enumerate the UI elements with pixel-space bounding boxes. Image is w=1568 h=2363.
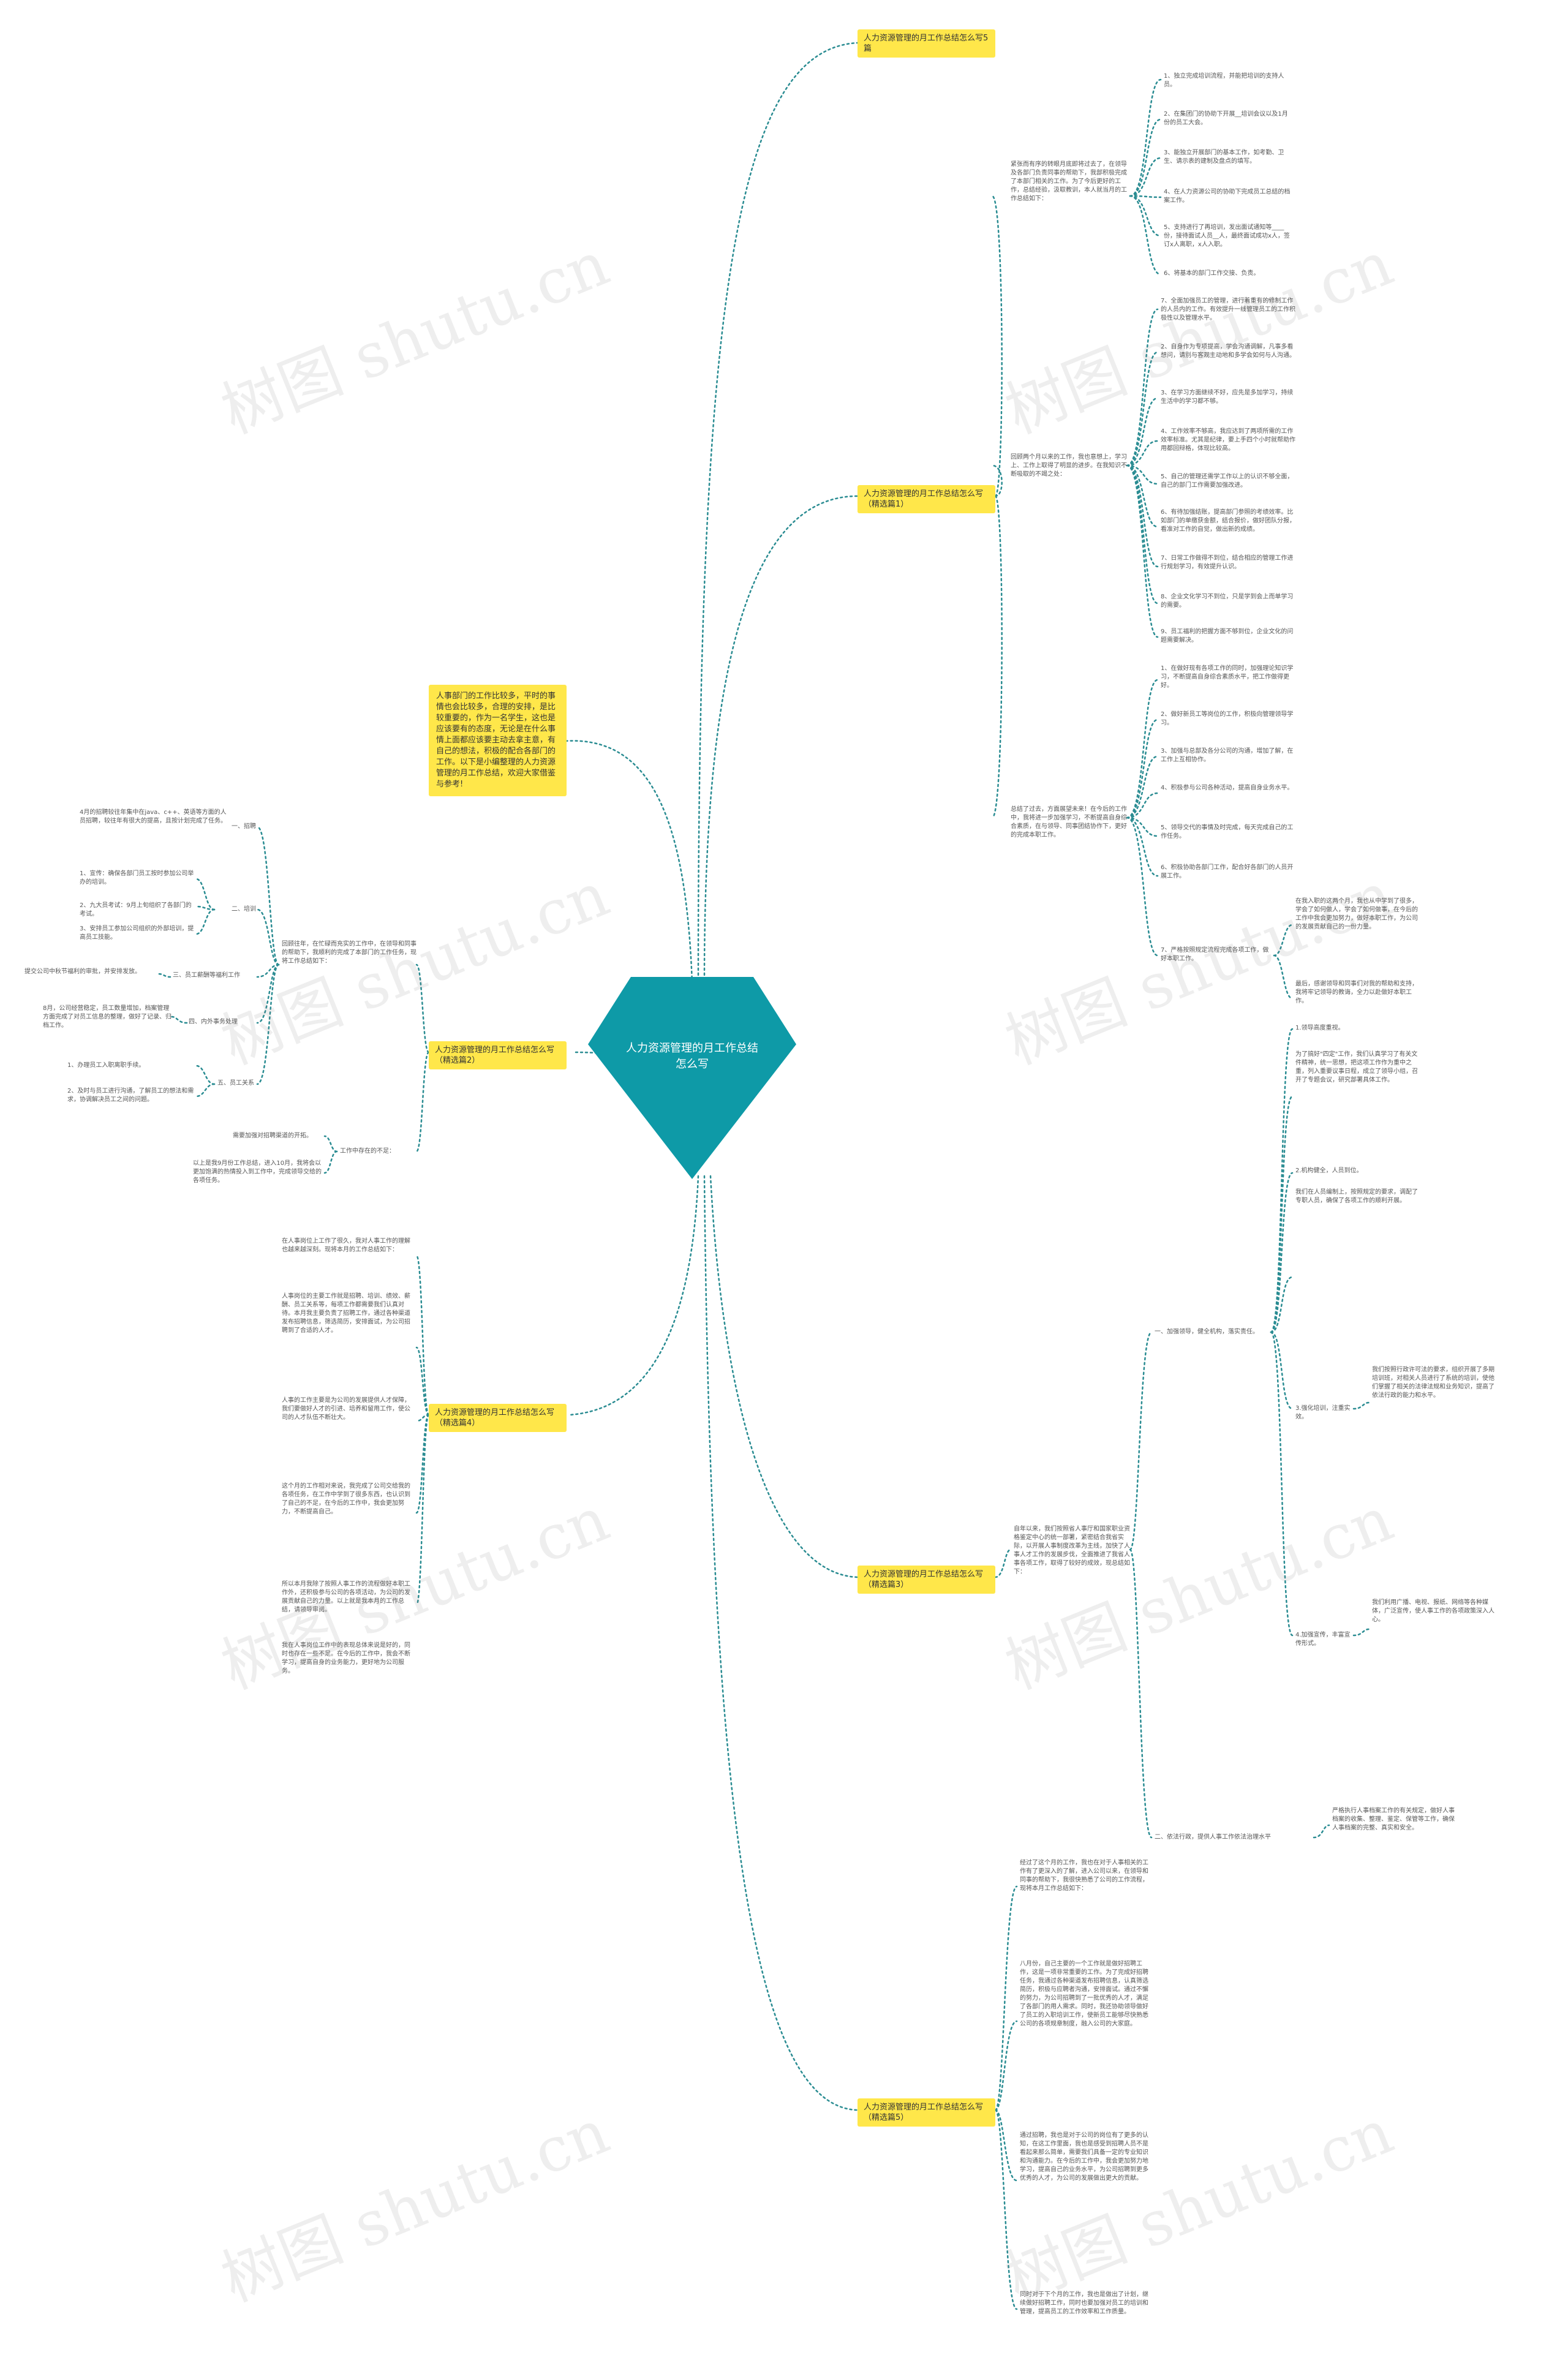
p1-item: 2、做好新员工等岗位的工作，积极向管理领导学习。: [1161, 711, 1294, 726]
p5-text: 同时对于下个月的工作，我也是做出了计划，继续做好招聘工作，同时也要加强对员工的培…: [1020, 2291, 1148, 2315]
p4-text: 这个月的工作相对来说，我完成了公司交给我的各项任务，在工作中学到了很多东西，也认…: [282, 1483, 410, 1515]
p4-text: 我在人事岗位工作中的表现总体来说是好的，同时也存在一些不足。在今后的工作中，我会…: [282, 1642, 410, 1675]
p2-section: 一、招聘: [232, 823, 256, 830]
p1-closing2: 在我入职的这两个月，我也从中学到了很多，学会了如何做人，学会了如何做事，在今后的…: [1295, 898, 1418, 930]
branch-p3[interactable]: 人力资源管理的月工作总结怎么写（精选篇3）: [858, 1566, 995, 1594]
p1-item: 5、自己的管理还需学工作以上的认识不够全面，自己的部门工作需要加强改进。: [1161, 473, 1294, 489]
p4-text: 在人事岗位上工作了很久，我对人事工作的理解也越来越深刻。现将本月的工作总结如下：: [282, 1238, 410, 1253]
root-shape: [588, 977, 796, 1179]
p3-text: 严格执行人事档案工作的有关规定，做好人事档案的收集、整理、鉴定、保管等工作，确保…: [1332, 1807, 1455, 1831]
p1-item: 8、企业文化学习不到位，只是学到会上而单学习的需要。: [1161, 594, 1294, 609]
p2-intro: 回顾往年，在忙碌而充实的工作中，在领导和同事的帮助下，我顺利的完成了本部门的工作…: [282, 941, 417, 965]
p4-text: 所以本月我除了按照人事工作的流程做好本职工作外，还积极参与公司的各项活动，为公司…: [282, 1581, 410, 1613]
p3-item: 2.机构健全，人员到位。: [1295, 1167, 1363, 1174]
p1-item: 4、积极参与公司各种活动，提高自身业务水平。: [1161, 785, 1294, 791]
p1-item: 7、严格按照规定流程完成各项工作，做好本职工作。: [1161, 947, 1269, 962]
p3-item: 为了搞好"四定"工作，我们认真学习了有关文件精神，统一思想，把这项工作作为重中之…: [1295, 1051, 1418, 1084]
p1-item: 4、在人力资源公司的协助下完成员工总结的档案工作。: [1164, 189, 1291, 204]
branch-p4[interactable]: 人力资源管理的月工作总结怎么写（精选篇4）: [429, 1404, 567, 1432]
p3-section: 4.加强宣传，丰富宣传形式。: [1295, 1632, 1351, 1647]
p1-item: 1、在做好现有各项工作的同时，加强理论知识学习，不断提高自身综合素质水平，把工作…: [1161, 665, 1294, 689]
p1-intro: 紧张而有序的转眼月底即将过去了，在领导及各部门负责同事的帮助下，我部积极完成了本…: [1011, 161, 1127, 202]
p1-item: 7、全面加强员工的管理，进行着重有的修制工作的人员内的工作。有效提升一线管理员工…: [1161, 298, 1295, 322]
p3-item: 1.领导高度重视。: [1295, 1025, 1344, 1031]
p1-item: 6、将基本的部门工作交接、负责。: [1164, 270, 1260, 277]
p2-item: 1、宣传：确保各部门员工按时参加公司举办的培训。: [80, 870, 194, 886]
p2-section: 五、员工关系: [217, 1080, 254, 1087]
root-title: 人力资源管理的月工作总结怎么写: [626, 1042, 758, 1071]
branch-p5[interactable]: 人力资源管理的月工作总结怎么写（精选篇5）: [858, 2098, 995, 2127]
p4-text: 人事的工作主要是为公司的发展提供人才保障，我们要做好人才的引进、培养和留用工作，…: [282, 1397, 410, 1421]
p2-text: 8月，公司经营稳定，员工数量增加，档案管理方面完成了对员工信息的整理，做好了记录…: [43, 1005, 172, 1029]
p4-text: 人事岗位的主要工作就是招聘、培训、绩效、薪酬、员工关系等，每项工作都需要我们认真…: [282, 1293, 410, 1334]
p1-mid: 回顾两个月以来的工作，我也意想上，学习上、工作上取得了明显的进步。在我知识不断吸…: [1011, 454, 1127, 478]
p1-item: 9、员工福利的把握方面不够到位，企业文化的问题需要解决。: [1161, 628, 1294, 644]
p1-item: 3、能独立开展部门的基本工作，如考勤、卫生、请示表的建制及盘点的填写。: [1164, 149, 1284, 165]
p1-item: 7、日常工作做得不到位，结合相应的管理工作进行规划学习，有效提升认识。: [1161, 555, 1294, 570]
link-summary: [562, 740, 693, 984]
p5-text: 经过了这个月的工作，我也在对于人事相关的工作有了更深入的了解，进入公司以来，在领…: [1020, 1860, 1148, 1892]
p1-closing: 总结了过去，方面展望未来！在今后的工作中，我将进一步加强学习，不断提高自身综合素…: [1011, 806, 1127, 839]
branch-5-articles[interactable]: 人力资源管理的月工作总结怎么写5篇: [858, 29, 995, 58]
p1-item: 4、工作效率不够高，我应达到了两项所需的工作效率标准。尤其是纪律，要上手四个小时…: [1161, 428, 1295, 452]
p2-section: 二、培训: [232, 906, 256, 913]
summary-node[interactable]: 人事部门的工作比较多，平时的事情也会比较多，合理的安排，是比较重要的，作为一名学…: [429, 685, 567, 796]
p1-closing3: 最后，感谢领导和同事们对我的帮助和支持，我将牢记领导的教诲，全力以赴做好本职工作…: [1295, 981, 1418, 1004]
p2-item: 2、九大员考试：9月上旬组织了各部门的考试。: [80, 902, 192, 918]
p5-text: 八月份，自己主要的一个工作就是做好招聘工作，这是一项非常重要的工作。为了完成好招…: [1020, 1961, 1148, 2027]
p2-text: 4月的招聘较往年集中在java、c++、英语等方面的人员招聘，较往年有很大的提高…: [80, 809, 227, 824]
p3-section: 一、加强领导，健全机构，落实责任。: [1155, 1328, 1259, 1335]
p2-section: 三、员工薪酬等福利工作: [173, 972, 240, 979]
p1-item: 6、积极协助各部门工作，配合好各部门的人员开展工作。: [1161, 864, 1294, 880]
p3-text: 我们按照行政许可法的要求，组织开展了多期培训班，对相关人员进行了系统的培训，使他…: [1372, 1366, 1494, 1399]
p1-item: 2、自身作为专项提高，学会沟通调解，凡事多看想问，请别与客观主动地和多学会如何与…: [1161, 344, 1295, 359]
p2-item: 2、及时与员工进行沟通，了解员工的想法和需求，协调解决员工之间的问题。: [67, 1088, 194, 1103]
p2-item: 3、安排员工参加公司组织的外部培训，提高员工技能。: [80, 925, 194, 941]
p1-item: 6、有待加强结账，提高部门参照的考绩效率。比如部门的单缴获金额，结合报价，做好团…: [1161, 509, 1295, 533]
p1-item: 3、加强与总部及各分公司的沟通，增加了解，在工作上互相协作。: [1161, 748, 1294, 763]
p3-section: 二、依法行政，提供人事工作依法治理水平: [1155, 1834, 1271, 1841]
link-b5: [697, 42, 859, 981]
p3-item: 我们在人员编制上，按照规定的要求，调配了专职人员，确保了各项工作的顺利开展。: [1295, 1189, 1418, 1204]
p1-item: 1、独立完成培训流程，并能把培训的支持人员。: [1164, 73, 1284, 88]
branch-p1[interactable]: 人力资源管理的月工作总结怎么写（精选篇1）: [858, 485, 995, 513]
p1-item: 2、在集团门的协助下开展__培训会议以及1月份的员工大会。: [1164, 111, 1288, 126]
p2-section: 工作中存在的不足：: [340, 1148, 395, 1155]
branch-p2[interactable]: 人力资源管理的月工作总结怎么写（精选篇2）: [429, 1041, 567, 1069]
p2-item: 需要加强对招聘渠道的开拓。: [233, 1133, 312, 1139]
p2-item: 以上是我9月份工作总结，进入10月，我将会以更加饱满的热情投入到工作中，完成领导…: [193, 1160, 322, 1184]
link-p1-closing: [991, 495, 1003, 819]
p2-item: 1、办理员工入职离职手续。: [67, 1062, 145, 1069]
link-p1-intro: [991, 195, 1003, 497]
p3-section: 3.强化培训，注重实效。: [1295, 1405, 1351, 1420]
link-p1-mid: [991, 464, 1003, 497]
link-b1: [703, 495, 859, 981]
link-b5b: [703, 1175, 859, 2111]
p2-section: 四、内外事务处理: [189, 1019, 238, 1025]
p3-text: 我们利用广播、电视、报纸、网络等各种媒体，广泛宣传，使人事工作的各项政策深入人心…: [1372, 1599, 1494, 1623]
p1-item: 5、支持进行了再培训，发出面试通知等____份，接待面试人员__人，最终面试成功…: [1164, 224, 1290, 248]
p1-item: 3、在学习方面继续不好，应先是多加学习，持续生活中的学习都不够。: [1161, 390, 1294, 405]
p5-text: 通过招聘，我也是对于公司的岗位有了更多的认知，在这工作里面，我也是感受到招聘人员…: [1020, 2132, 1148, 2182]
p2-text: 提交公司中秋节福利的审批，并安排发放。: [24, 968, 141, 975]
root-node[interactable]: 人力资源管理的月工作总结怎么写: [588, 977, 796, 1179]
p3-intro: 自年以来，我们按照省人事厅和国家职业资格鉴定中心的统一部署，紧密结合我省实际，以…: [1014, 1526, 1130, 1575]
p1-item: 5、领导交代的事情及时完成，每天完成自己的工作任务。: [1161, 824, 1294, 840]
link-b4: [568, 1175, 699, 1416]
link-b3: [709, 1175, 859, 1578]
